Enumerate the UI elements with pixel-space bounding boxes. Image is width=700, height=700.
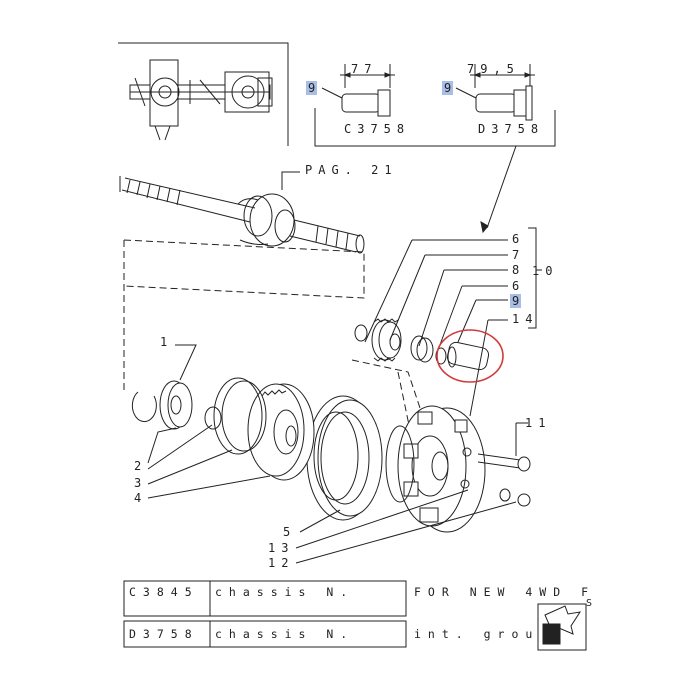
variant-code-c3758: C3758 xyxy=(344,122,411,136)
ring-gear xyxy=(306,395,383,521)
variant-dim-c3758: 77 xyxy=(351,62,378,76)
callout-6b: 6 xyxy=(512,279,526,293)
footer-row2-code: D3758 xyxy=(129,627,199,641)
callout-12: 12 xyxy=(268,556,295,570)
next-page-arrow-icon[interactable] xyxy=(542,605,582,645)
callout-4: 4 xyxy=(134,491,148,505)
highlight-circle xyxy=(436,329,504,383)
variant-ref-c3758[interactable]: 9 xyxy=(306,81,318,95)
callout-7: 7 xyxy=(512,248,526,262)
pin-variant-d3758 xyxy=(455,64,535,121)
axle-thumbnail xyxy=(118,42,289,146)
callout-9[interactable]: 9 xyxy=(510,294,522,308)
washer xyxy=(204,406,222,430)
drive-shaft xyxy=(119,176,365,254)
footer-table xyxy=(123,580,587,651)
circlip xyxy=(131,391,157,423)
lock-washer xyxy=(499,488,511,502)
small-gear xyxy=(159,380,193,430)
callout-6a: 6 xyxy=(512,232,526,246)
callout-1: 1 xyxy=(160,335,174,349)
footer-note-2: int. grou xyxy=(414,627,540,641)
callout-13: 13 xyxy=(268,541,295,555)
hub-gear xyxy=(247,383,315,481)
footer-note-1: FOR NEW 4WD F xyxy=(414,585,596,599)
callout-11: 11 xyxy=(525,416,552,430)
footer-row1-code: C3845 xyxy=(129,585,199,599)
page-reference[interactable]: PAG. 21 xyxy=(305,163,398,177)
planet-pin xyxy=(446,341,490,371)
callout-14: 14 xyxy=(512,312,539,326)
bolt xyxy=(477,453,531,472)
variant-dim-d3758: 79,5 xyxy=(467,62,520,76)
variant-code-d3758: D3758 xyxy=(478,122,545,136)
footer-row2-text: chassis N. xyxy=(215,627,355,641)
footer-row1-text: chassis N. xyxy=(215,585,355,599)
nut xyxy=(517,493,531,507)
callout-8: 8 xyxy=(512,263,526,277)
variant-ref-d3758[interactable]: 9 xyxy=(442,81,454,95)
callout-5: 5 xyxy=(283,525,297,539)
callout-2: 2 xyxy=(134,459,148,473)
footer-note-1-tail: S xyxy=(586,598,593,609)
assembly-boundary xyxy=(123,239,425,431)
callout-10: 10 xyxy=(532,264,559,278)
snap-ring xyxy=(213,377,267,455)
callout-3: 3 xyxy=(134,476,148,490)
pin-variant-c3758 xyxy=(321,64,395,117)
planetary-gear-set xyxy=(354,318,447,365)
